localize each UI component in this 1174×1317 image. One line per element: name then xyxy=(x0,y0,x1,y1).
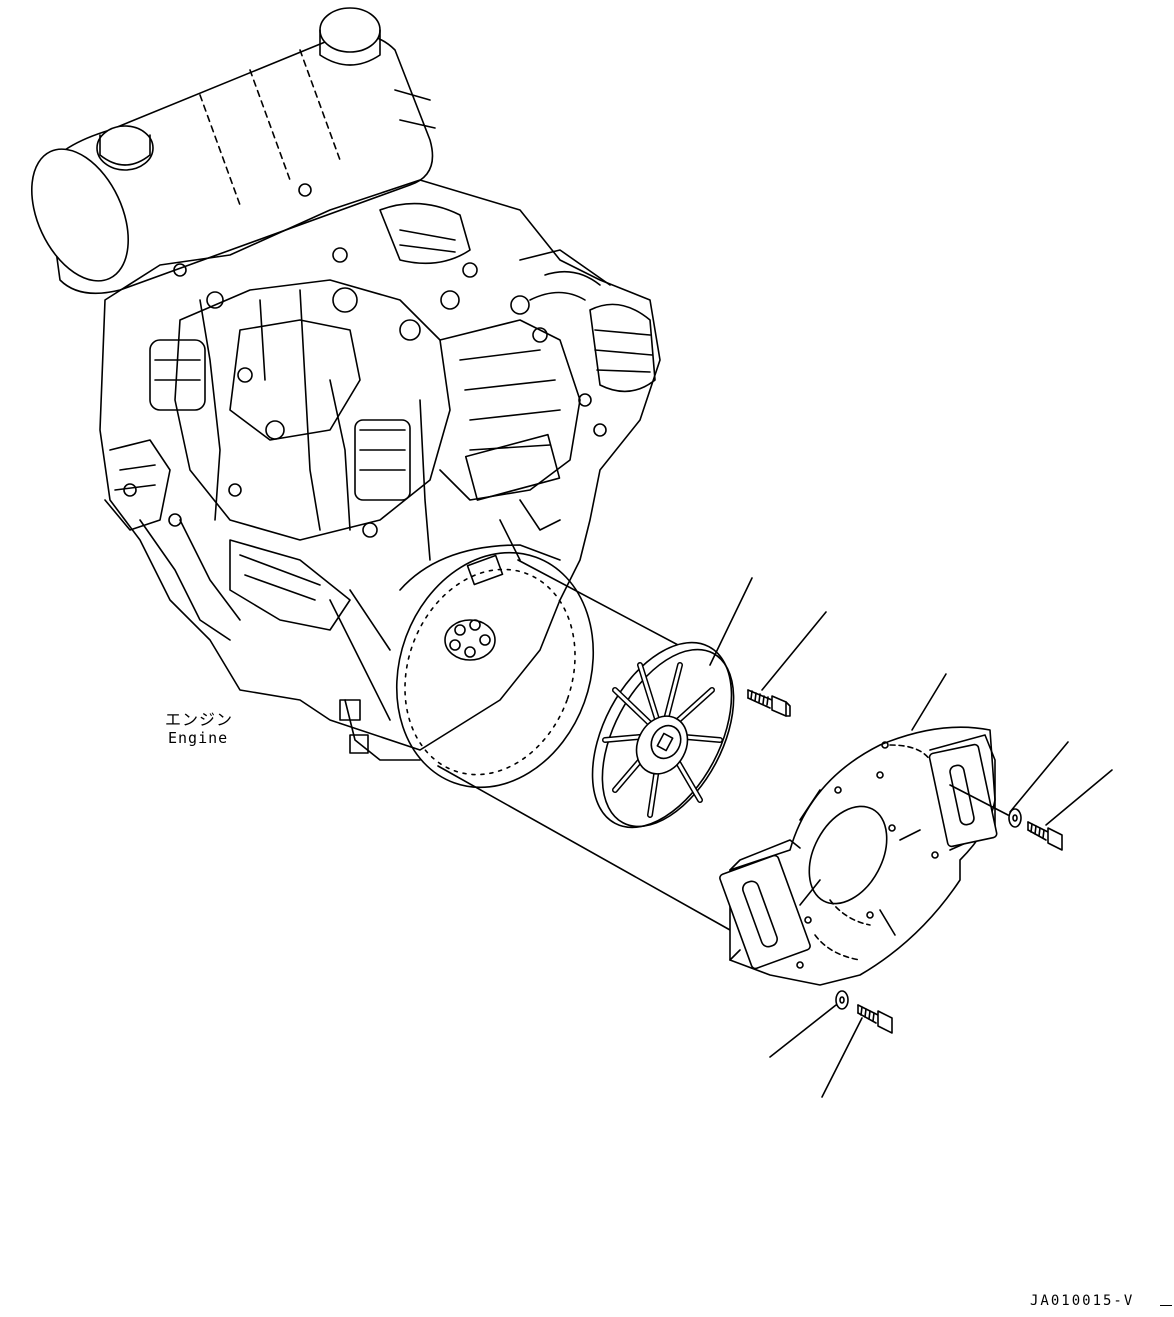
leader-lower-washer xyxy=(769,1004,837,1058)
leader-lower-bolt xyxy=(821,1017,863,1098)
right-bolt xyxy=(1027,821,1063,851)
leader-coupling-bolt xyxy=(761,611,827,691)
engine-block xyxy=(99,179,661,751)
engine-assembly xyxy=(30,7,661,789)
right-washer xyxy=(1008,808,1022,828)
right-bolt-axis xyxy=(949,784,1009,816)
coupling-disc xyxy=(591,641,735,829)
air-cleaner-cylinder xyxy=(30,7,436,295)
engine-label-english: Engine xyxy=(168,729,229,747)
engine-label-japanese: エンジン xyxy=(165,710,234,729)
flywheel-housing xyxy=(339,544,595,789)
leader-right-washer xyxy=(1009,741,1069,813)
figure-id: JA010015-V xyxy=(1030,1293,1135,1309)
lower-washer xyxy=(835,990,849,1010)
lower-bolt xyxy=(857,1004,893,1034)
adapter-plate xyxy=(719,726,998,986)
leader-adapter-plate xyxy=(911,673,947,731)
leader-disc xyxy=(709,577,753,666)
coupling-bolt xyxy=(747,689,791,717)
corner-mark xyxy=(1160,1305,1172,1306)
leader-line-lower xyxy=(437,765,731,931)
leader-right-bolt xyxy=(1045,769,1113,826)
